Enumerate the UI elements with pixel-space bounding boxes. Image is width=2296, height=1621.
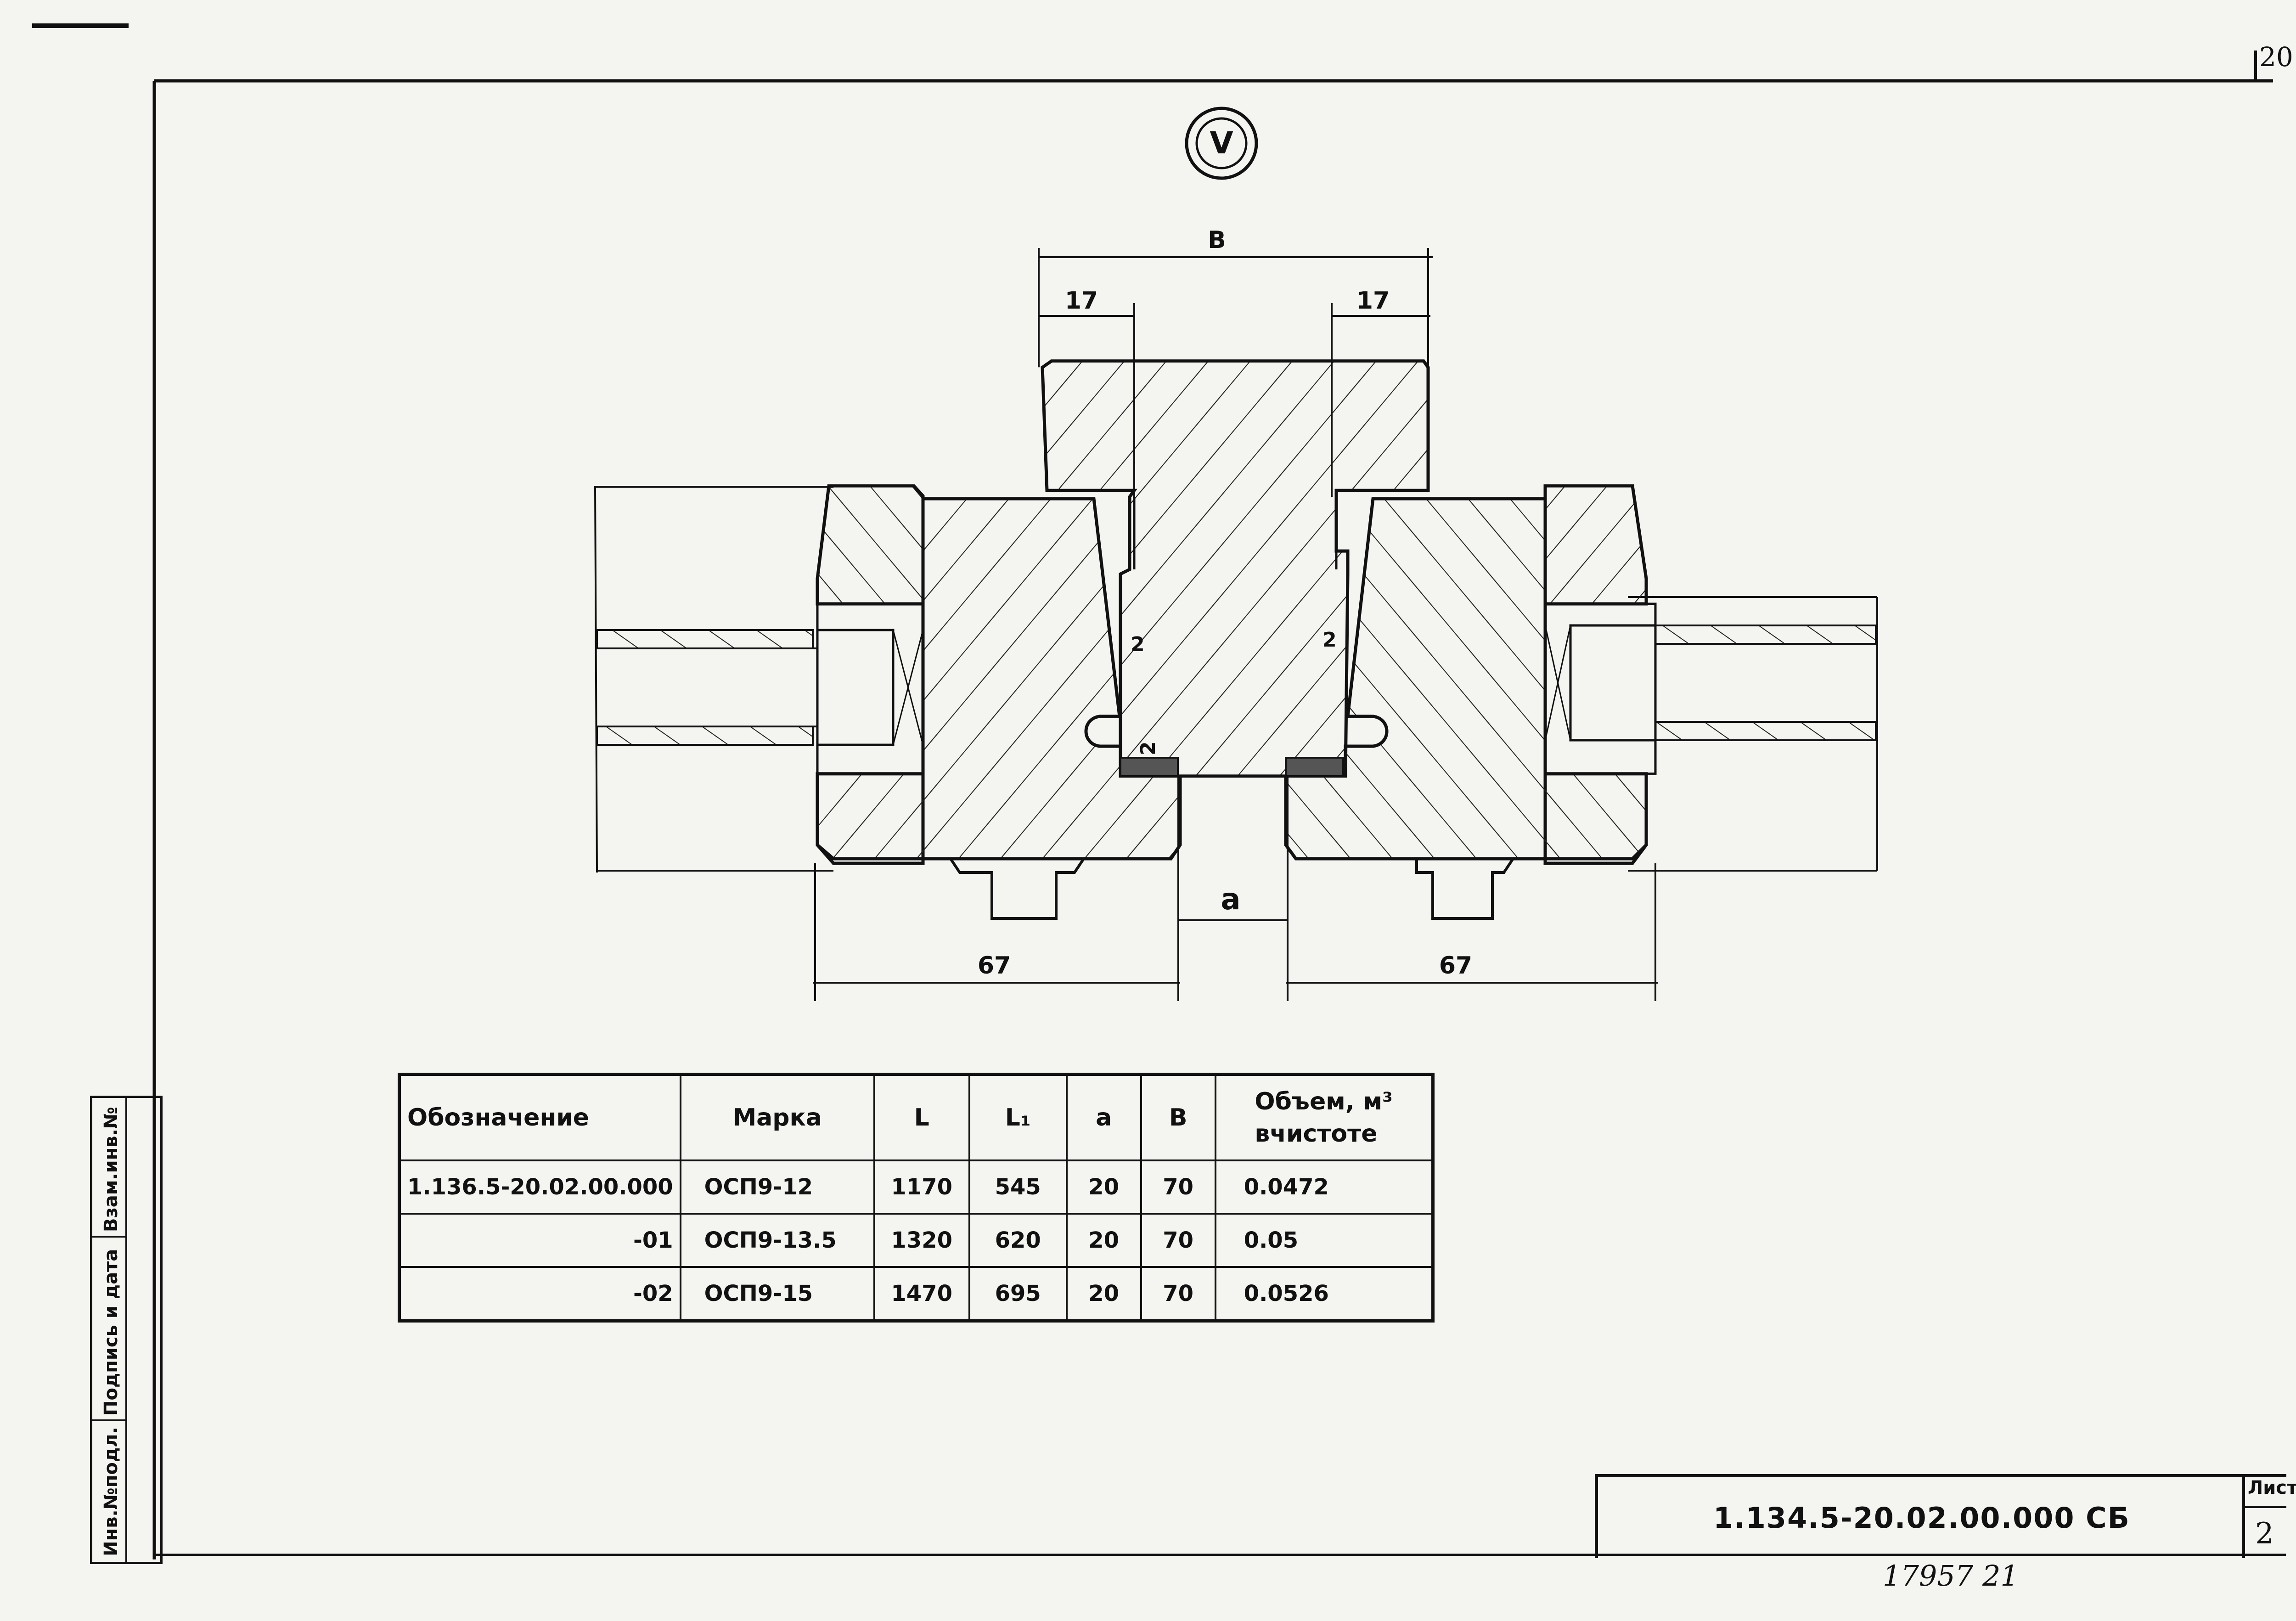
table-cell: 1170 xyxy=(873,1159,970,1215)
column-header: B xyxy=(1140,1073,1216,1161)
sheet-box: Лист 2 xyxy=(2242,1474,2296,1558)
table-cell: ОСП9-12 xyxy=(679,1159,875,1215)
table-cell: 70 xyxy=(1140,1159,1216,1215)
column-header: L₁ xyxy=(968,1073,1068,1161)
table-cell: ОСП9-15 xyxy=(679,1266,875,1322)
table-cell: 70 xyxy=(1140,1213,1216,1268)
table-row: 1.136.5-20.02.00.000 ОСП9-12 1170 545 20… xyxy=(398,1159,1434,1215)
sheet-divider xyxy=(2245,1506,2286,1508)
table-cell: 545 xyxy=(968,1159,1068,1215)
left-hardware xyxy=(948,857,1086,920)
column-header: Обозначение xyxy=(398,1073,681,1161)
volume-header: Объем, м³ вчистоте xyxy=(1255,1086,1393,1150)
side-label-inv-original: Инв.№подл. xyxy=(101,1427,122,1556)
column-header: Марка xyxy=(679,1073,875,1161)
table-cell: 20 xyxy=(1065,1213,1142,1268)
table-cell: 1470 xyxy=(873,1266,970,1322)
column-header: a xyxy=(1065,1073,1142,1161)
table-cell: -01 xyxy=(398,1213,681,1268)
side-label-replace-inv: Взам.инв.№ xyxy=(101,1107,122,1232)
table-cell: 695 xyxy=(968,1266,1068,1322)
sheet-number: 2 xyxy=(2255,1517,2274,1551)
table-row: -01 ОСП9-13.5 1320 620 20 70 0.05 xyxy=(398,1213,1434,1268)
table-cell: 20 xyxy=(1065,1266,1142,1322)
side-cell-signature: Подпись и дата xyxy=(92,1236,125,1421)
mark-2-right: 2 xyxy=(1322,628,1337,652)
right-sash xyxy=(1284,497,1648,861)
table-row: -02 ОСП9-15 1470 695 20 70 0.0526 xyxy=(398,1266,1434,1322)
handwritten-number: 17957 21 xyxy=(1883,1559,2019,1593)
column-header: L xyxy=(873,1073,970,1161)
side-label-signature: Подпись и дата xyxy=(101,1249,122,1416)
right-hardware xyxy=(1415,857,1516,920)
column-header: Объем, м³ вчистоте xyxy=(1214,1073,1434,1161)
right-gasket xyxy=(1285,757,1344,777)
dim-b-label: B xyxy=(1208,226,1226,254)
dim-67-right-label: 67 xyxy=(1439,952,1472,979)
right-glazing xyxy=(1544,602,1877,775)
volume-header-line1: Объем, м³ xyxy=(1255,1088,1393,1115)
table-cell: 1.136.5-20.02.00.000 xyxy=(398,1159,681,1215)
table-cell: 1320 xyxy=(873,1213,970,1268)
mark-2-left: 2 xyxy=(1131,633,1145,656)
page-number: 20 xyxy=(2259,41,2293,73)
dim-67-left-label: 67 xyxy=(978,952,1011,979)
table-cell: 0.0472 xyxy=(1214,1159,1434,1215)
table-cell: 0.0526 xyxy=(1214,1266,1434,1322)
side-cell-replace-inv: Взам.инв.№ xyxy=(92,1098,125,1238)
left-gasket xyxy=(1120,757,1179,777)
side-stamp: Взам.инв.№ Подпись и дата Инв.№подл. xyxy=(90,1096,163,1564)
document-code: 1.134.5-20.02.00.000 СБ xyxy=(1713,1501,2130,1535)
node-mark-label: V xyxy=(1210,125,1233,161)
volume-header-line2: вчистоте xyxy=(1255,1120,1378,1148)
right-glazing-bead xyxy=(1543,484,1648,606)
mark-2-bottom: 2 xyxy=(1137,741,1160,755)
dim-17-left-label: 17 xyxy=(1065,287,1098,315)
title-block: 1.134.5-20.02.00.000 СБ xyxy=(1595,1474,2245,1558)
dimension-lines xyxy=(813,248,1658,1001)
table-cell: 70 xyxy=(1140,1266,1216,1322)
left-glazing-bead xyxy=(816,484,925,606)
side-stamp-divider xyxy=(125,1098,127,1562)
specification-table: Обозначение Марка L L₁ a B Объем, м³ вчи… xyxy=(398,1073,1435,1323)
table-cell: -02 xyxy=(398,1266,681,1322)
table-cell: 0.05 xyxy=(1214,1213,1434,1268)
drawing-frame xyxy=(32,23,2286,1559)
table-cell: 20 xyxy=(1065,1159,1142,1215)
dim-a-label: a xyxy=(1221,883,1240,917)
dim-17-right-label: 17 xyxy=(1356,287,1390,315)
outer-contour-lines xyxy=(594,485,1878,873)
table-cell: ОСП9-13.5 xyxy=(679,1213,875,1268)
table-cell: 620 xyxy=(968,1213,1068,1268)
side-cell-inv-original: Инв.№подл. xyxy=(92,1419,125,1560)
sheet-label: Лист xyxy=(2248,1477,2296,1498)
node-mark: V xyxy=(1185,107,1258,180)
table-header-row: Обозначение Марка L L₁ a B Объем, м³ вчи… xyxy=(398,1073,1434,1161)
left-glazing xyxy=(596,602,924,775)
